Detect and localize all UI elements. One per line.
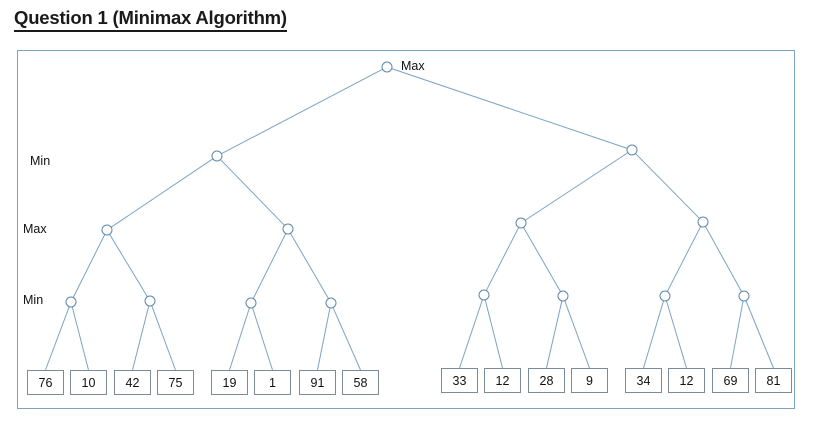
tree-node-max-RL[interactable] <box>515 217 527 229</box>
tree-leaf-edge <box>665 300 687 369</box>
tree-edge <box>666 226 702 292</box>
leaf-node-11[interactable]: 9 <box>571 368 608 393</box>
tree-edge <box>485 227 520 291</box>
tree-node-min-3[interactable] <box>245 297 257 309</box>
leaf-node-5[interactable]: 1 <box>254 370 291 395</box>
leaf-node-0[interactable]: 76 <box>27 370 64 395</box>
leaf-node-10[interactable]: 28 <box>528 368 565 393</box>
tree-edge <box>110 158 214 228</box>
leaf-node-2[interactable]: 42 <box>114 370 151 395</box>
tree-leaf-edge <box>229 307 250 371</box>
tree-leaf-edge <box>71 306 89 371</box>
tree-leaf-edge <box>132 305 150 371</box>
tree-leaf-edge <box>252 307 273 371</box>
tree-node-min-R[interactable] <box>626 144 638 156</box>
tree-edge <box>391 68 628 149</box>
tree-edge <box>524 152 629 221</box>
tree-node-max-RR[interactable] <box>697 216 709 228</box>
level-label-0: Min <box>30 154 51 168</box>
tree-leaf-edge <box>459 299 483 369</box>
leaf-node-3[interactable]: 75 <box>157 370 194 395</box>
tree-edge <box>290 233 329 299</box>
leaf-node-9[interactable]: 12 <box>484 368 521 393</box>
tree-node-min-4[interactable] <box>325 297 337 309</box>
tree-leaf-edge <box>745 300 774 369</box>
tree-leaf-edge <box>151 305 176 371</box>
tree-edge <box>635 153 700 219</box>
leaf-node-8[interactable]: 33 <box>441 368 478 393</box>
tree-edge <box>704 226 743 292</box>
tree-node-min-7[interactable] <box>659 290 671 302</box>
tree-leaf-edge <box>730 300 744 369</box>
leaf-node-7[interactable]: 58 <box>342 370 379 395</box>
leaf-node-13[interactable]: 12 <box>668 368 705 393</box>
tree-node-layer <box>65 61 750 309</box>
tree-node-max-LR[interactable] <box>282 223 294 235</box>
tree-node-min-6[interactable] <box>557 290 569 302</box>
tree-leaf-edge <box>45 306 70 371</box>
tree-edge <box>220 159 285 226</box>
tree-node-min-L[interactable] <box>211 150 223 162</box>
tree-node-min-2[interactable] <box>144 295 156 307</box>
leaf-node-12[interactable]: 34 <box>625 368 662 393</box>
leaf-node-15[interactable]: 81 <box>755 368 792 393</box>
page-title: Question 1 (Minimax Algorithm) <box>14 6 287 33</box>
tree-node-min-5[interactable] <box>478 289 490 301</box>
tree-edge-layer <box>45 68 774 371</box>
tree-leaf-edge <box>484 299 503 369</box>
root-node-label: Max <box>401 59 425 73</box>
tree-edge <box>72 234 106 298</box>
tree-leaf-edge <box>643 300 665 369</box>
tree-leaf-edge <box>332 307 361 371</box>
tree-leaf-edge <box>564 300 590 369</box>
tree-node-root[interactable] <box>381 61 393 73</box>
leaf-node-6[interactable]: 91 <box>299 370 336 395</box>
level-label-2: Min <box>23 293 44 307</box>
level-label-1: Max <box>23 222 47 236</box>
leaf-node-1[interactable]: 10 <box>70 370 107 395</box>
tree-leaf-edge <box>546 300 563 369</box>
tree-edge <box>252 233 287 299</box>
tree-edge <box>221 68 383 155</box>
leaf-node-4[interactable]: 19 <box>211 370 248 395</box>
diagram-frame <box>17 50 795 409</box>
tree-edge <box>523 227 561 292</box>
tree-node-min-1[interactable] <box>65 296 77 308</box>
tree-edge <box>109 234 148 297</box>
tree-node-min-8[interactable] <box>738 290 750 302</box>
tree-leaf-edge <box>317 307 331 371</box>
leaf-node-14[interactable]: 69 <box>712 368 749 393</box>
tree-node-max-LL[interactable] <box>101 224 113 236</box>
